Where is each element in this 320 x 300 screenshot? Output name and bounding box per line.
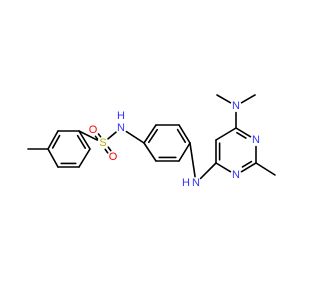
bond-c_ph_1-c_ph_2-inner <box>147 128 159 144</box>
bond-c_tol_1-c_tol_2-inner <box>51 134 61 149</box>
bonds-layer <box>27 94 276 180</box>
bond-c_pyr_5-c_pyr_6 <box>215 127 237 141</box>
bond-c_ph_1-c_ph_2 <box>143 124 157 144</box>
bond-c_ph_4-c_ph_5 <box>178 142 191 162</box>
bond-c_pyr_6-n_pyr_1-inner <box>236 131 247 139</box>
bond-s-o_top-a <box>97 133 102 138</box>
atom-label-s: S <box>99 137 106 149</box>
hydrogen-label-n_sulfonamide: H <box>117 110 125 122</box>
bond-c_tol_3-c_tol_4 <box>78 130 91 150</box>
atom-label-n_sulfonamide: N <box>117 122 125 134</box>
atom-label-o_bottom: O <box>109 151 118 163</box>
bond-c_ph_4-n_amine <box>189 142 196 178</box>
atom-label-n_pyr_1: N <box>252 134 260 146</box>
bond-n_pyr_3-c_pyr_4 <box>215 162 232 173</box>
bond-c_pyr_2-n_pyr_3 <box>240 162 257 173</box>
bond-c_tol_4-c_tol_5 <box>78 148 91 168</box>
bond-n_dimethyl-c_nme_b <box>240 94 256 104</box>
atom-label-o_top: O <box>89 124 98 136</box>
bond-c_tol_1-c_tol_2 <box>47 130 59 150</box>
bond-n_sulfonamide-c_ph_1 <box>125 130 145 144</box>
bond-c_tol_3-c_tol_4-inner <box>76 134 87 149</box>
bond-c_pyr_6-n_pyr_1 <box>235 127 252 138</box>
bond-c_ph_3-c_ph_4 <box>178 124 191 144</box>
atom-label-n_pyr_3: N <box>232 169 240 181</box>
bond-c_pyr_2-c_me_pyr <box>255 162 276 176</box>
bond-n_amine-c_pyr_4 <box>199 162 217 180</box>
bond-c_ph_6-c_ph_1 <box>143 142 157 162</box>
bond-c_tol_6-c_tol_1 <box>47 148 59 168</box>
bond-s-o_top-b <box>94 135 99 140</box>
bond-s-o_bottom-b <box>107 146 112 152</box>
atom-label-n_amine: N <box>192 177 200 189</box>
bond-s-n_sulfonamide <box>107 131 117 140</box>
bond-s-o_bottom-a <box>104 148 109 154</box>
bond-c_pyr_2-n_pyr_3-inner <box>241 160 253 168</box>
bond-c_tol_3-s <box>78 130 98 141</box>
bond-n_dimethyl-c_nme_a <box>216 94 232 104</box>
background <box>0 0 300 300</box>
hydrogen-label-n_amine: H <box>182 177 190 189</box>
bond-c_ph_3-c_ph_4-inner <box>176 128 187 143</box>
atom-label-n_dimethyl: N <box>232 100 240 112</box>
